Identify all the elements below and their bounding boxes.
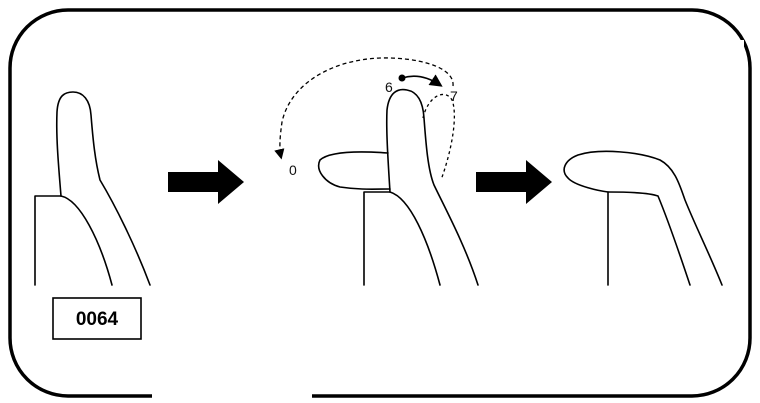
- figure-code-label: 0064: [76, 309, 119, 330]
- position-label-7: 7: [450, 88, 458, 104]
- hand-upright-figure: [34, 91, 151, 286]
- figure-code-box: 0064: [52, 297, 142, 340]
- arrow-6-to-7: [398, 74, 443, 87]
- position-label-6: 6: [385, 79, 393, 95]
- motion-arcs: [274, 57, 454, 160]
- hand-motion-figure: [318, 88, 479, 286]
- hand-bent-figure: [563, 150, 723, 286]
- arrow-right-2: [476, 160, 552, 204]
- outer-frame: [8, 8, 752, 401]
- ghost-finger-outline: [422, 93, 455, 181]
- arrow-right-1: [168, 160, 244, 204]
- position-label-0: 0: [289, 162, 297, 178]
